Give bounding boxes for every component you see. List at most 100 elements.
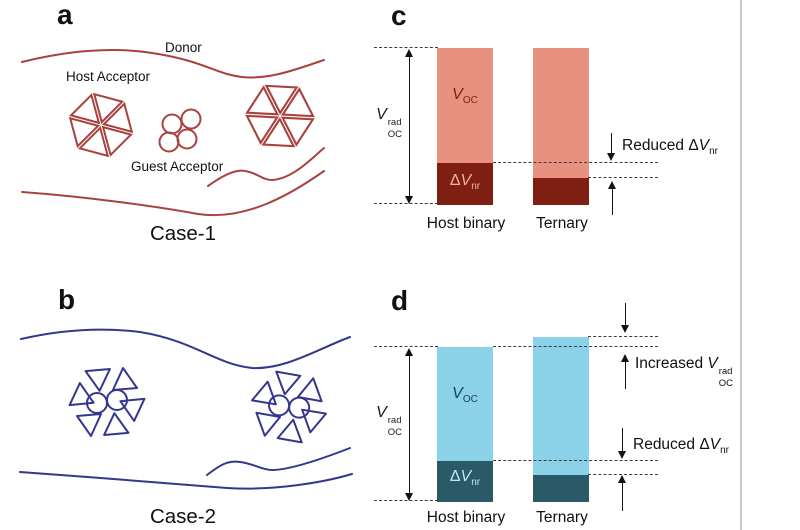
dvnr-label-c: ΔVnr [437,172,493,192]
arrowhead-down-icon [618,451,626,459]
xlabel-ternary-c: Ternary [536,215,588,232]
arrow-line [611,183,614,215]
arrow-line [408,51,411,202]
dvnr-base-d: V [460,468,472,485]
bottom-curve-upper [206,447,351,476]
arrow-line [621,477,624,511]
dvnr-sub-d: nr [471,477,481,488]
panel-c-letter: c [391,0,407,31]
dash-c-ternary-dvnr-level [588,177,658,178]
bar-c-ternary [533,48,589,205]
voc-label-d: VOC [437,385,493,405]
arrow-line [624,303,627,331]
voc-base-c: V [452,86,463,103]
bar-d-host-voc-segment [437,347,493,461]
bottom-curve-lower [21,170,325,217]
host-acceptor-pinwheel-right-icon [239,70,321,162]
reduced-down-arrow-c [607,132,616,161]
dash-d-host-top-level [493,346,658,347]
guest-acceptor-circles-icon [158,108,202,153]
bar-d-ternary-dvnr-segment [533,475,589,502]
voc-base-d: V [452,385,463,402]
reduced-up-arrow-c [608,181,617,216]
xlabel-host-binary-d: Host binary [426,509,506,526]
dash-d-ternary-top-level [588,336,658,337]
panel-d-letter: d [391,285,409,316]
page-edge-line [740,0,742,530]
donor-label: Donor [165,40,202,55]
host-acceptor-pinwheel-left-icon [59,83,143,167]
voc-rad-sup-d: rad [387,415,402,426]
reduced-down-arrow-d [618,427,627,459]
panel-b-letter: b [58,284,76,315]
delta-symbol: Δ [449,172,461,189]
increased-up-arrow-d [621,354,630,390]
reduced-up-arrow-d [618,475,627,512]
voc-sub-c: OC [462,95,478,106]
arrow-line [624,356,627,389]
reduced-text-c: Reduced [622,137,689,154]
arrow-line [408,350,411,499]
increased-sub-d: OC [718,377,733,389]
voc-rad-extent-arrow-d [405,348,414,501]
panel-b-drawing [19,328,353,490]
bar-c-host-binary [437,48,493,205]
bottom-curve-upper [207,147,325,187]
voc-label-c: VOC [437,86,493,106]
panel-a-drawing [21,49,325,217]
donor-curve [21,49,325,79]
guest-acceptor-label: Guest Acceptor [131,159,224,174]
dvnr-label-d: ΔVnr [437,468,493,488]
reduced-dvnr-annotation-d: Reduced ΔVnr [633,436,729,456]
dash-d-host-dvnr-level [493,460,658,461]
increased-text-d: Increased [635,355,708,372]
voc-rad-base-c: V [376,106,387,123]
reduced-sub-d: nr [720,445,729,456]
dash-c-top [374,47,438,48]
voc-rad-base-d: V [376,404,387,421]
host-acceptor-label: Host Acceptor [66,69,151,84]
dvnr-sub-c: nr [471,181,481,192]
arrow-line [610,133,613,159]
bottom-curve-lower [19,471,353,490]
bar-d-ternary-voc-segment [533,337,589,475]
increased-base-d: V [707,355,718,372]
dash-d-ternary-dvnr-level [588,474,658,475]
dash-d-host-top-left [374,346,438,347]
reduced-text-d: Reduced [633,436,700,453]
top-curve [20,328,351,370]
dvnr-base-c: V [460,172,472,189]
xlabel-ternary-d: Ternary [536,509,588,526]
voc-sub-d: OC [462,394,478,405]
increased-down-arrow-d [621,302,630,333]
increased-sup-d: rad [718,366,733,377]
dash-c-host-dvnr-level [493,162,658,163]
arrowhead-down-icon [607,153,615,161]
arrowhead-down-icon [621,325,629,333]
bar-d-ternary [533,337,589,502]
case-2-label: Case-2 [149,505,217,528]
xlabel-host-binary-c: Host binary [426,215,506,232]
voc-rad-sub-d: OC [387,426,402,438]
delta-symbol: Δ [449,468,461,485]
arrow-line [621,428,624,457]
arrowhead-down-icon [405,493,413,501]
reduced-sub-c: nr [709,146,718,157]
bar-c-host-voc-segment [437,48,493,163]
voc-rad-sup-c: rad [387,117,402,128]
voc-rad-sub-c: OC [387,128,402,140]
arrowhead-down-icon [405,196,413,204]
bar-c-host-dvnr-segment [437,163,493,205]
acceptor-cluster-left-icon [61,358,153,446]
reduced-base-d: V [709,436,721,453]
bar-c-ternary-voc-segment [533,48,589,178]
bar-d-host-binary [437,347,493,502]
acceptor-cluster-right-icon [247,360,331,454]
